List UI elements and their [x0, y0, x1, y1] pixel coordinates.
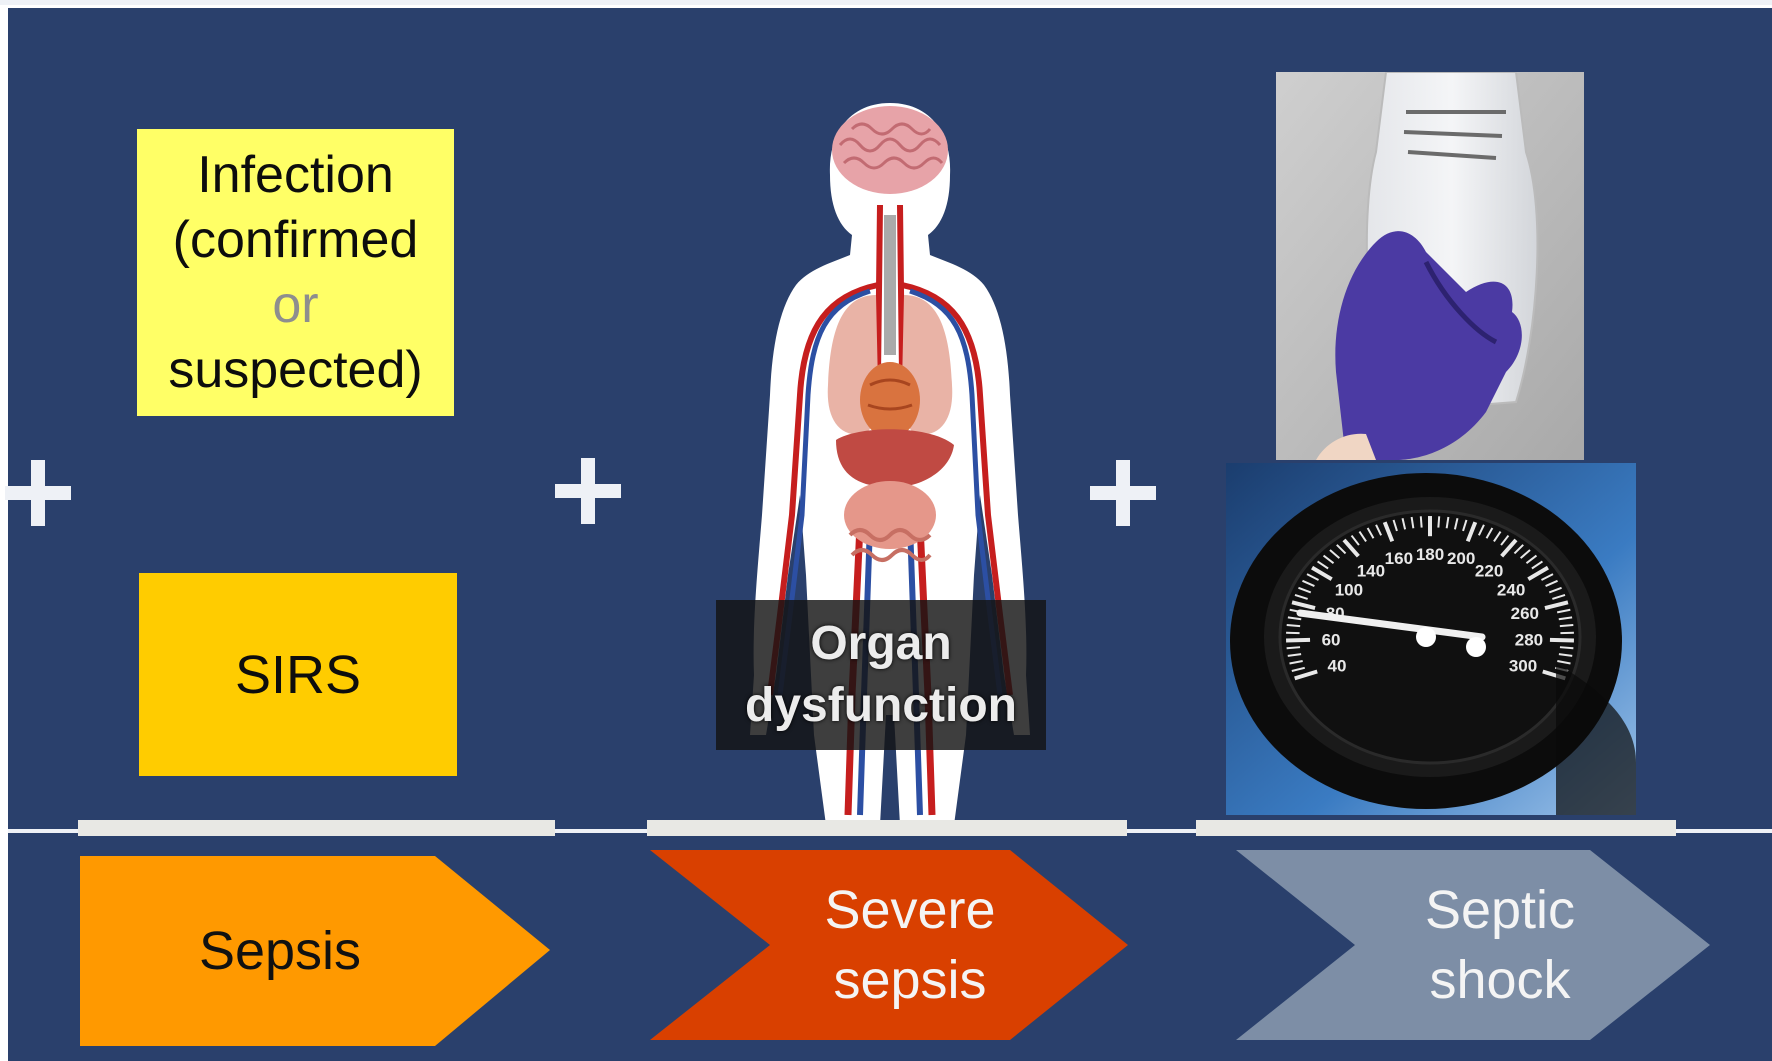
stage-line-1: Severe: [824, 875, 995, 945]
stage-line-2: sepsis: [833, 945, 986, 1015]
stage-label-sepsis: Sepsis: [120, 856, 440, 1046]
stage-line-1: Sepsis: [199, 916, 361, 986]
stage-line-2: shock: [1429, 945, 1570, 1015]
stage-label-severe-sepsis: Severe sepsis: [760, 850, 1060, 1040]
stage-label-septic-shock: Septic shock: [1350, 850, 1650, 1040]
stage-line-1: Septic: [1425, 875, 1575, 945]
